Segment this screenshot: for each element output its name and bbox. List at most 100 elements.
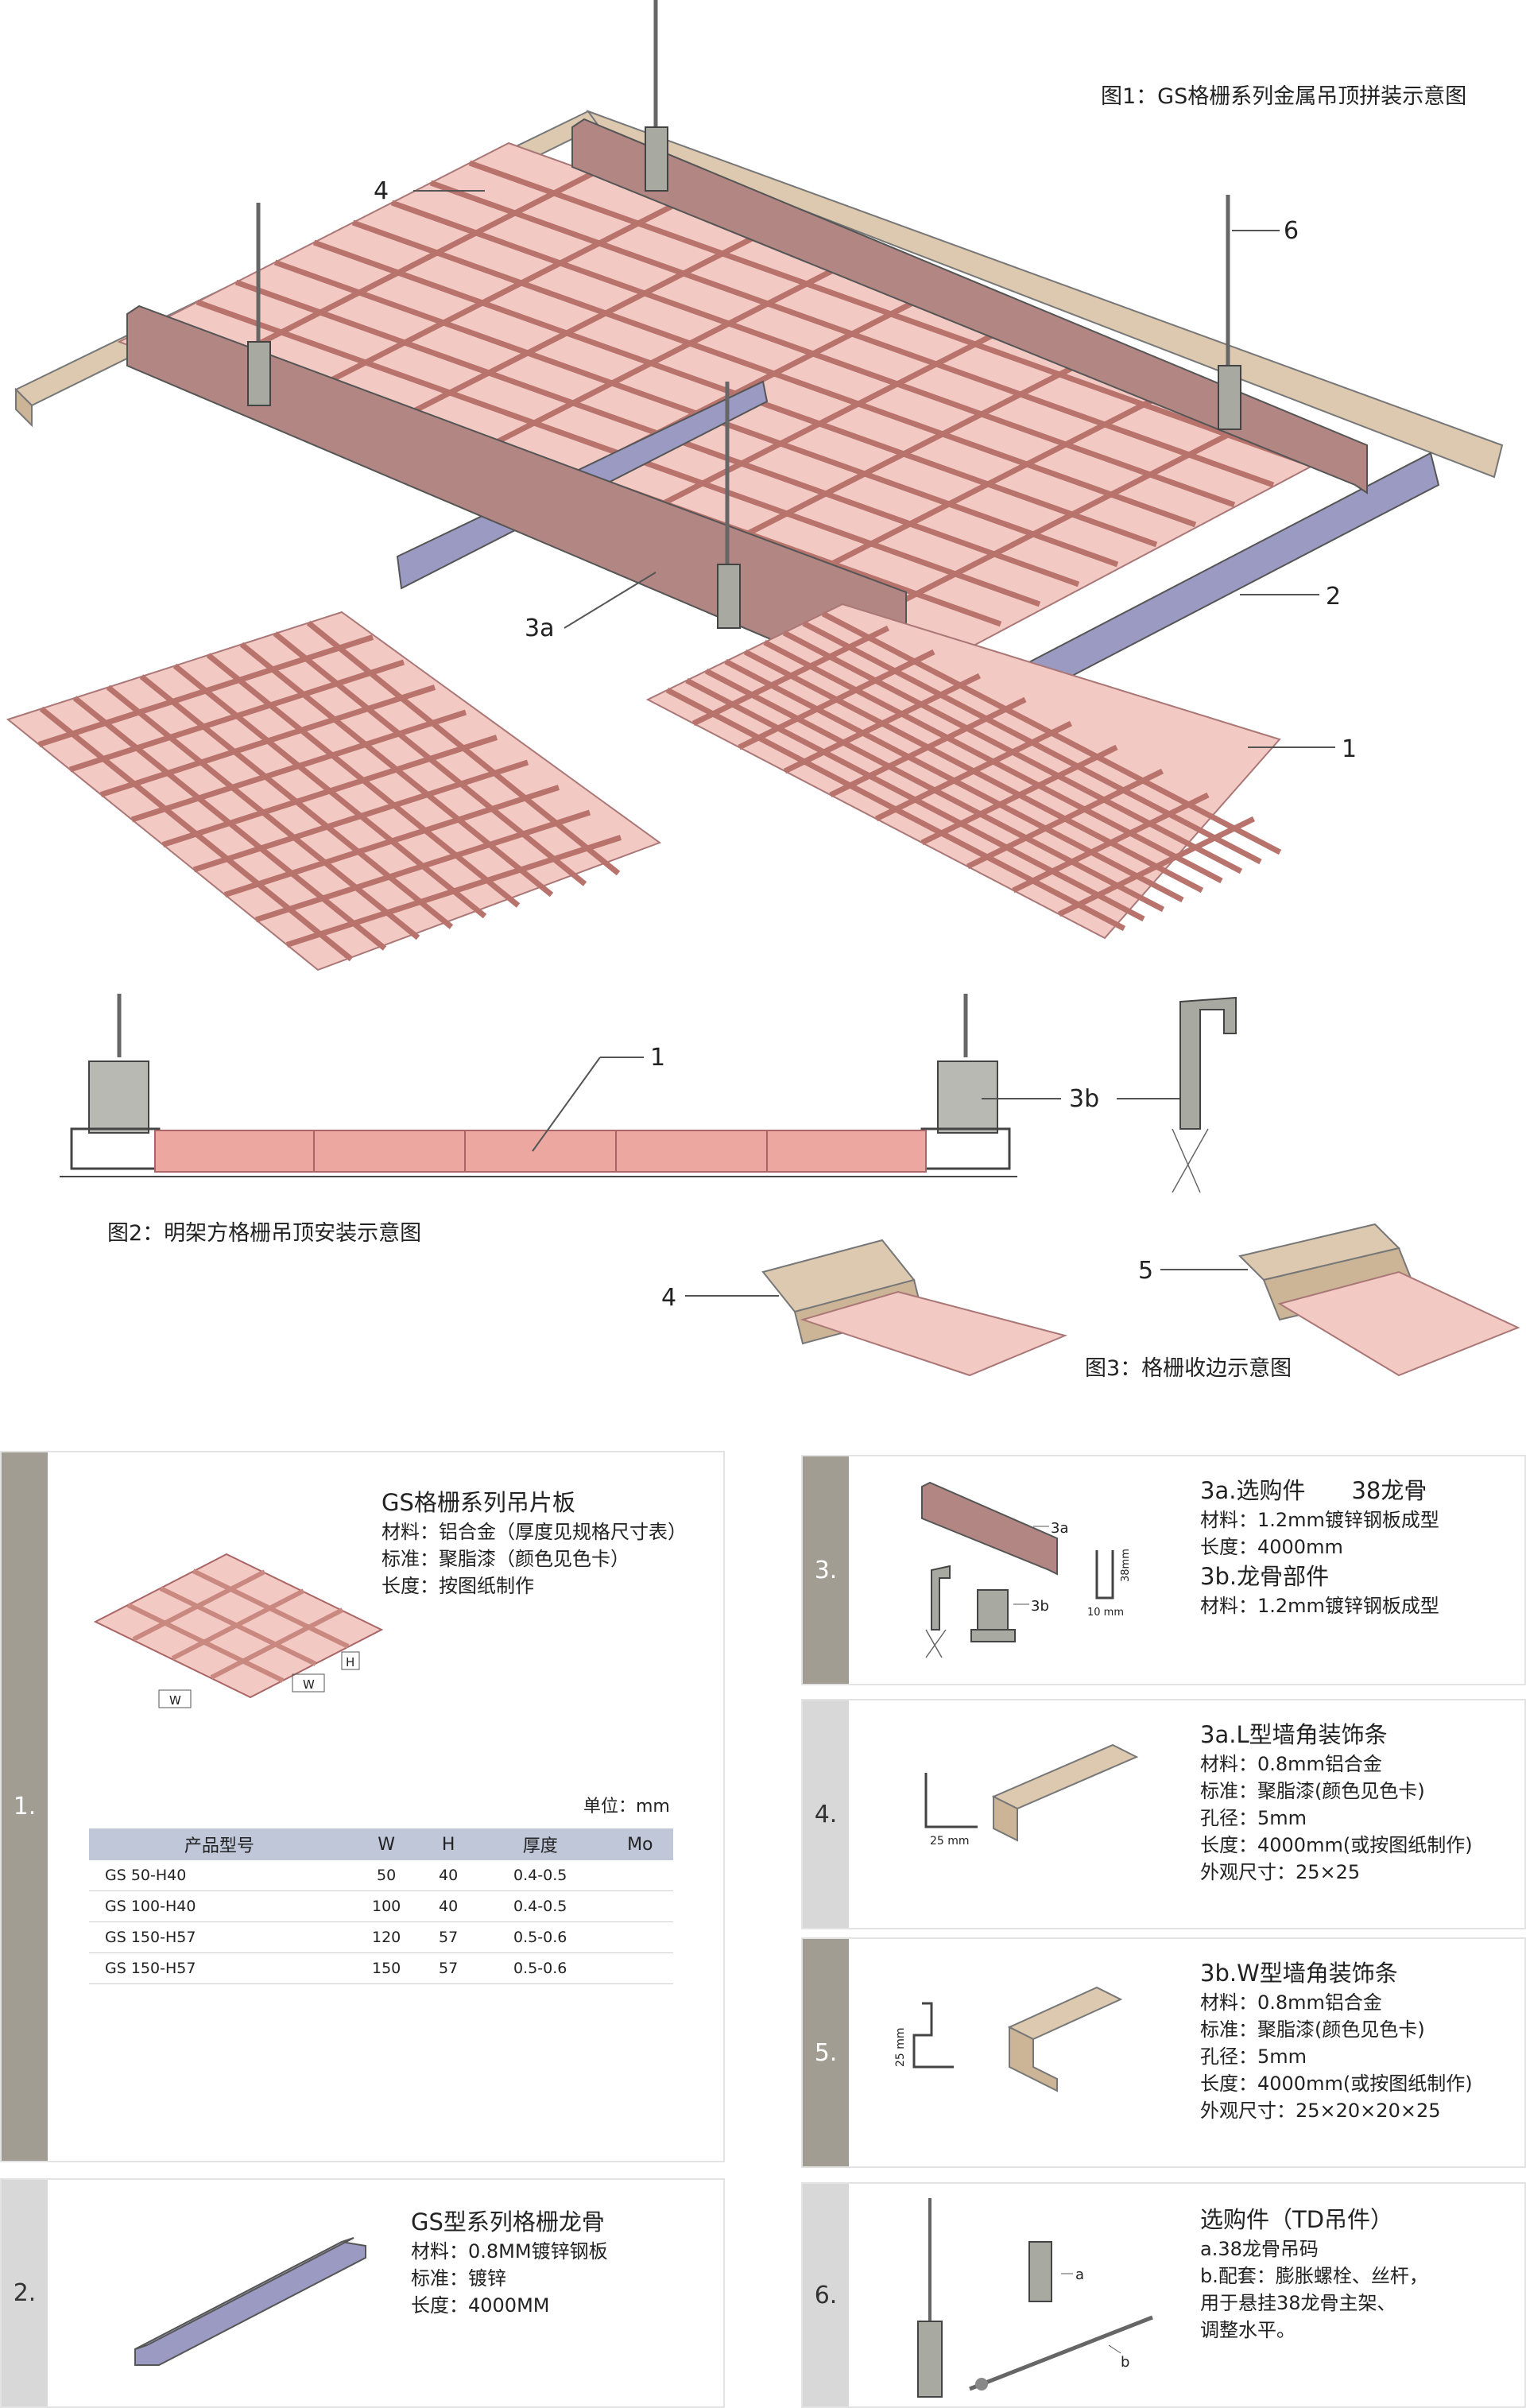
table-header-cell: 产品型号 — [89, 1828, 350, 1860]
fig1-label-3a: 3a — [525, 615, 554, 642]
table-cell: 0.5-0.6 — [473, 1952, 607, 1984]
fig3-edge-details — [685, 1223, 1520, 1377]
panel-1-line: 材料：铝合金（厚度见规格尺寸表） — [382, 1521, 687, 1543]
fig2-section — [60, 994, 1237, 1193]
table-cell — [606, 1952, 673, 1984]
panel-4-number-strip: 4. — [803, 1700, 849, 1928]
panel-1-line: 标准：聚脂漆（颜色见色卡） — [382, 1548, 629, 1570]
panel-6-label-b: b — [1121, 2354, 1129, 2371]
fig3-caption: 图3：格栅收边示意图 — [1085, 1356, 1292, 1381]
fig2-caption: 图2：明架方格栅吊顶安装示意图 — [107, 1221, 421, 1246]
table-cell: GS 100-H40 — [89, 1890, 350, 1922]
panel-5-w-trim: 5. — [801, 1937, 1526, 2168]
table-header-cell: W — [349, 1828, 424, 1860]
panel-1-number-strip: 1. — [2, 1452, 48, 2161]
panel-4-dim: 25 mm — [930, 1835, 970, 1848]
table-cell: GS 150-H57 — [89, 1952, 350, 1984]
panel-6-label-a: a — [1075, 2266, 1084, 2283]
panel-3-title-3b: 3b.龙骨部件 — [1200, 1563, 1330, 1590]
panel-5-illustration: 25 mm — [894, 1986, 1123, 2092]
panel-5-line: 长度：4000mm(或按图纸制作) — [1200, 2073, 1473, 2095]
panel-1-unit: 单位：mm — [583, 1797, 670, 1817]
panel-6-line: 用于悬挂38龙骨主架、 — [1200, 2292, 1396, 2314]
fig1-ceiling-assembly — [6, 0, 1504, 971]
panel-3-label-3b: 3b — [1031, 1598, 1049, 1615]
panel-1-dim-w2: W — [303, 1677, 315, 1692]
panel-3-line: 长度：4000mm — [1200, 1536, 1343, 1558]
table-cell: 100 — [349, 1890, 424, 1922]
panel-3-line: 材料：1.2mm镀锌钢板成型 — [1200, 1509, 1439, 1531]
panel-6-line: b.配套：膨胀螺栓、丝杆， — [1200, 2265, 1428, 2287]
panel-2-line: 长度：4000MM — [411, 2294, 550, 2317]
panel-2-title: GS型系列格栅龙骨 — [411, 2208, 605, 2235]
panel-1-dim-w: W — [169, 1693, 181, 1708]
panel-1-line: 长度：按图纸制作 — [382, 1575, 534, 1597]
panel-3-dim-38: 38mm — [1120, 1549, 1132, 1582]
panel-1-dim-h: H — [346, 1655, 354, 1669]
panel-4-number: 4. — [814, 1800, 838, 1828]
panel-6-illustration: a b — [917, 2198, 1153, 2398]
panel-4-text: 3a.L型墙角装饰条 材料：0.8mm铝合金 标准：聚脂漆(颜色见色卡) 孔径：… — [1200, 1719, 1473, 1886]
table-cell: 57 — [423, 1921, 474, 1953]
panel-2-keel-illustration — [134, 2237, 366, 2366]
fig1-label-4: 4 — [374, 177, 389, 205]
panel-5-dim: 25 mm — [894, 2027, 907, 2067]
panel-4-line: 标准：聚脂漆(颜色见色卡) — [1200, 1780, 1425, 1802]
panel-5-line: 标准：聚脂漆(颜色见色卡) — [1200, 2018, 1425, 2041]
panel-3-illustration: 3a 38mm 10 mm 3b — [921, 1481, 1132, 1658]
panel-4-line: 孔径：5mm — [1200, 1807, 1307, 1829]
panel-5-line: 孔径：5mm — [1200, 2045, 1307, 2068]
panel-6-line: a.38龙骨吊码 — [1200, 2238, 1319, 2260]
table-cell: 150 — [349, 1952, 424, 1984]
table-cell: 0.4-0.5 — [473, 1890, 607, 1922]
panel-6-number-strip: 6. — [803, 2184, 849, 2406]
panel-5-line: 材料：0.8mm铝合金 — [1200, 1991, 1382, 2014]
panel-2-text: GS型系列格栅龙骨 材料：0.8MM镀锌钢板 标准：镀锌 长度：4000MM — [411, 2206, 608, 2319]
panel-4-line: 长度：4000mm(或按图纸制作) — [1200, 1834, 1473, 1856]
fig1-caption: 图1：GS格栅系列金属吊顶拼装示意图 — [1101, 84, 1466, 109]
fig2-label-1: 1 — [650, 1044, 665, 1072]
panel-3-line: 材料：1.2mm镀锌钢板成型 — [1200, 1595, 1439, 1617]
panel-5-number-strip: 5. — [803, 1939, 849, 2166]
panel-4-title: 3a.L型墙角装饰条 — [1200, 1721, 1388, 1748]
panel-3-label-3a: 3a — [1051, 1520, 1068, 1537]
table-header-cell: 厚度 — [473, 1828, 607, 1860]
fig1-label-2: 2 — [1326, 583, 1341, 611]
panel-2-keel: 2. — [0, 2178, 725, 2408]
panel-1-grid-illustration: H W W — [93, 1553, 384, 1708]
table-cell: 40 — [423, 1860, 474, 1891]
fig3-label-5: 5 — [1138, 1257, 1153, 1285]
panel-1-title: GS格栅系列吊片板 — [382, 1489, 575, 1516]
panel-4-line: 外观尺寸：25×25 — [1200, 1861, 1361, 1883]
panel-2-line: 标准：镀锌 — [411, 2267, 506, 2290]
panel-4-illustration: 25 mm — [924, 1743, 1139, 1848]
table-cell: 0.5-0.6 — [473, 1921, 607, 1953]
panel-2-number-strip: 2. — [2, 2180, 48, 2406]
panel-6-line: 调整水平。 — [1200, 2319, 1296, 2341]
fig1-label-1: 1 — [1342, 735, 1357, 763]
panel-1-number: 1. — [13, 1793, 37, 1821]
fig3-label-4: 4 — [661, 1284, 676, 1312]
table-cell: GS 150-H57 — [89, 1921, 350, 1953]
table-cell: 40 — [423, 1890, 474, 1922]
panel-2-number: 2. — [13, 2279, 37, 2307]
panel-3-title-3a: 3a.选购件 38龙骨 — [1200, 1477, 1427, 1504]
panel-3-dim-10: 10 mm — [1087, 1607, 1124, 1619]
panel-6-title: 选购件（TD吊件） — [1200, 2206, 1394, 2233]
table-cell: 57 — [423, 1952, 474, 1984]
table-cell: 50 — [349, 1860, 424, 1891]
panel-5-number: 5. — [814, 2038, 838, 2067]
panel-3-number-strip: 3. — [803, 1456, 849, 1684]
fig2-label-3b: 3b — [1069, 1085, 1099, 1113]
panel-1-grid-panel: 1. — [0, 1451, 725, 2162]
installation-illustrations: 图1：GS格栅系列金属吊顶拼装示意图 — [6, 0, 1520, 1381]
panel-4-l-trim: 4. — [801, 1699, 1526, 1929]
table-cell: GS 50-H40 — [89, 1860, 350, 1891]
panel-3-number: 3. — [814, 1556, 838, 1584]
table-header-cell: H — [423, 1828, 474, 1860]
table-cell: 120 — [349, 1921, 424, 1953]
panel-5-text: 3b.W型墙角装饰条 材料：0.8mm铝合金 标准：聚脂漆(颜色见色卡) 孔径：… — [1200, 1957, 1473, 2124]
